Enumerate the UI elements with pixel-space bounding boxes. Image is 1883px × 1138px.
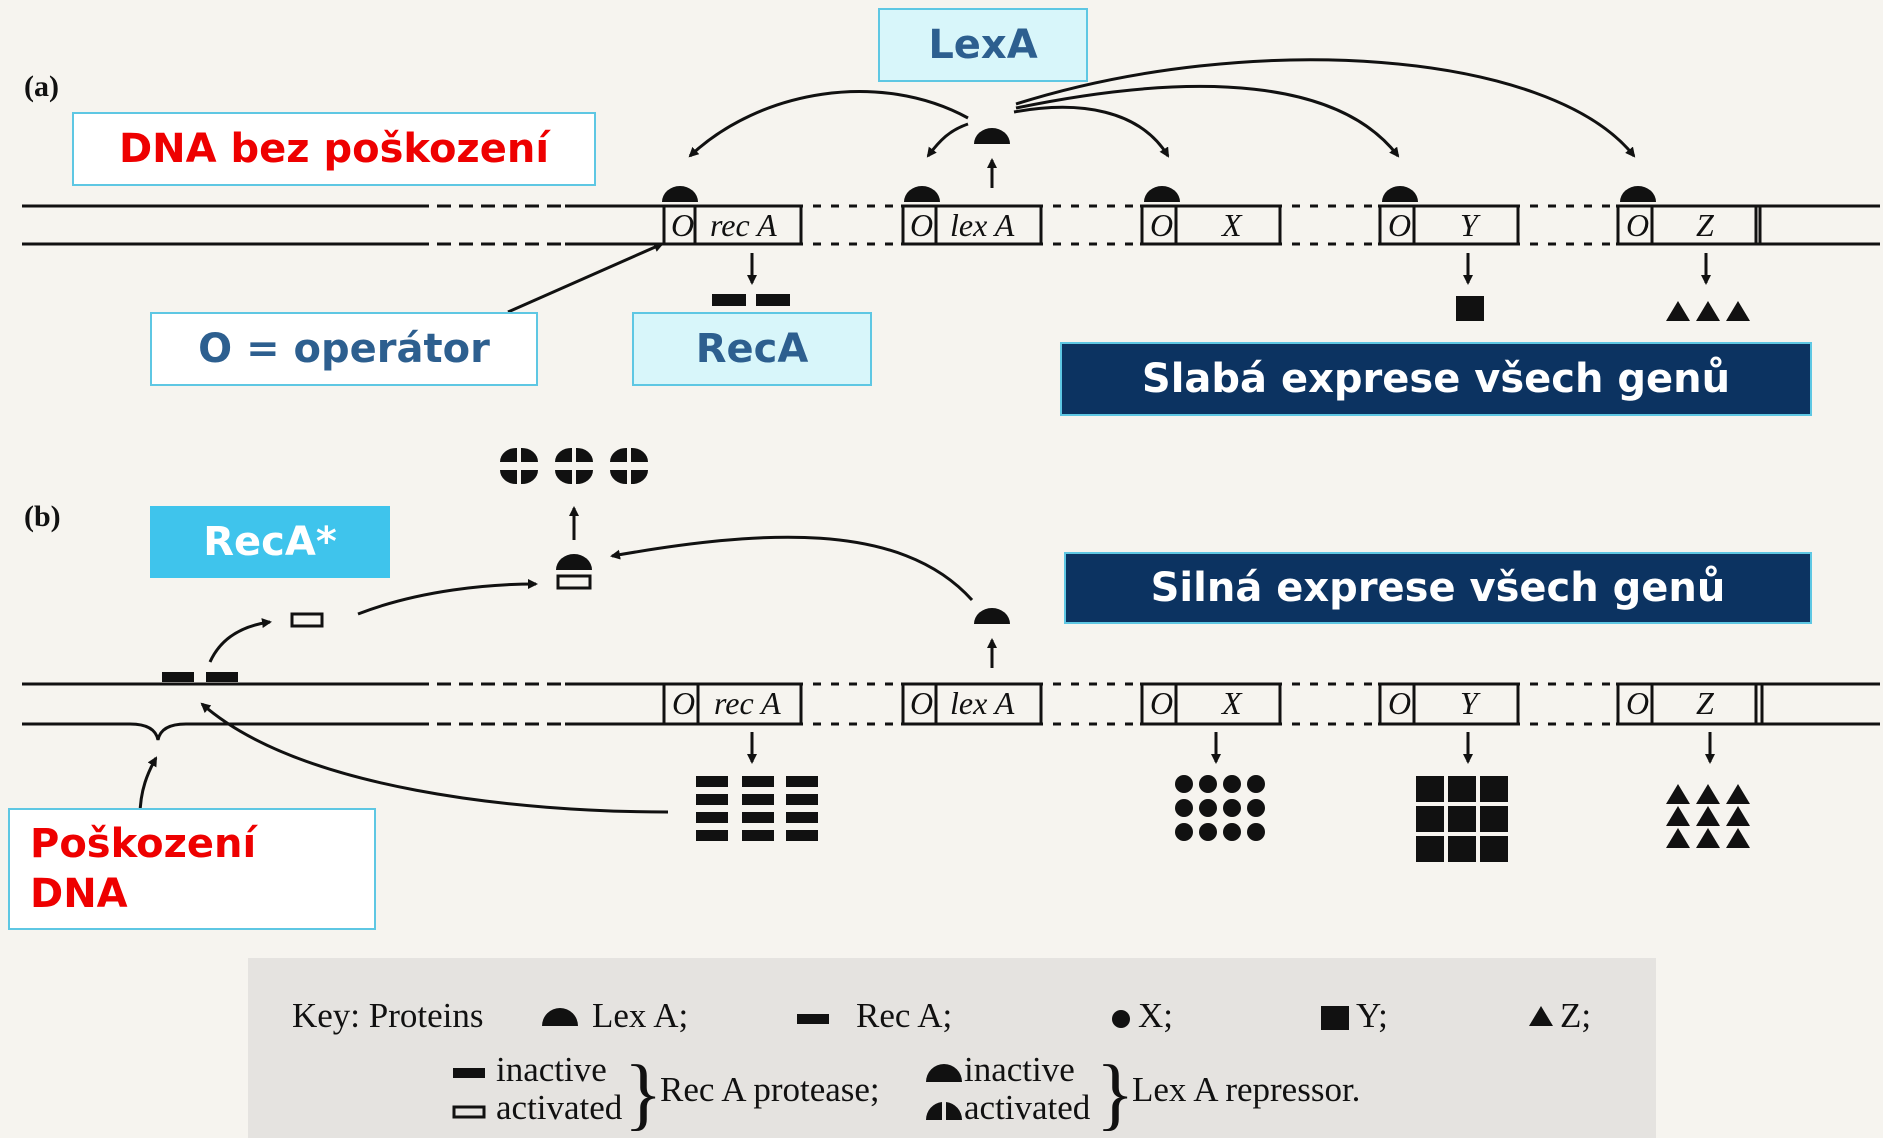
protein-key-legend: Key: Proteins Lex A; Rec A; X; Y; Z; ina…	[248, 958, 1656, 1138]
panel-a-products	[712, 294, 1750, 321]
recA-gene-label: rec A	[710, 207, 777, 243]
key-lexA: Lex A;	[592, 996, 689, 1035]
panel-a-label: (a)	[24, 70, 59, 103]
b-operator-lexA-label: O	[910, 685, 933, 721]
recA-products-strong	[696, 776, 818, 841]
x-gene-label: X	[1220, 207, 1243, 243]
key-recA: Rec A;	[856, 996, 953, 1035]
panel-b-proteins	[162, 447, 1010, 682]
key-y: Y;	[1356, 996, 1388, 1035]
b-operator-z-label: O	[1626, 685, 1649, 721]
b-z-gene-label: Z	[1696, 685, 1715, 721]
b-operator-y-label: O	[1388, 685, 1411, 721]
dna-intact-callout: DNA bez poškození	[72, 112, 596, 186]
y-key-icon	[1321, 1006, 1349, 1030]
lexA-key-icon	[542, 1008, 578, 1026]
b-recA-gene-label: rec A	[714, 685, 781, 721]
key-lexA-inactive: inactive	[964, 1050, 1075, 1089]
strong-expression-callout: Silná exprese všech genů	[1064, 552, 1812, 624]
z-gene-label: Z	[1696, 207, 1715, 243]
key-z: Z;	[1560, 996, 1592, 1035]
weak-expression-callout: Slabá exprese všech genů	[1060, 342, 1812, 416]
activated-lexA-key-icon	[925, 1102, 963, 1120]
lexA-callout: LexA	[878, 8, 1088, 82]
z-key-icon	[1529, 1006, 1553, 1026]
operator-y-label: O	[1388, 207, 1411, 243]
key-lexA-activated: activated	[964, 1088, 1091, 1127]
key-title: Key: Proteins	[292, 996, 484, 1035]
recA-star-callout: RecA*	[150, 506, 390, 578]
key-lexA-repressor: Lex A repressor.	[1132, 1070, 1361, 1109]
lexA-brace: }	[1096, 1050, 1135, 1138]
panel-a-arrows	[507, 58, 1711, 314]
x-key-icon	[1112, 1010, 1130, 1028]
operator-lexA-label: O	[910, 207, 933, 243]
b-operator-x-label: O	[1150, 685, 1173, 721]
y-gene-label: Y	[1460, 207, 1481, 243]
lexA-bound-repressors	[662, 128, 1656, 202]
b-x-gene-label: X	[1220, 685, 1243, 721]
panel-b-arrows	[138, 506, 1715, 817]
z-products-strong	[1666, 784, 1750, 848]
recA-brace: }	[624, 1050, 663, 1138]
operator-recA-label: O	[671, 207, 694, 243]
dna-damage-callout: Poškození DNA	[8, 808, 376, 930]
key-recA-protease: Rec A protease;	[660, 1070, 880, 1109]
operator-x-label: O	[1150, 207, 1173, 243]
panel-a-gene-labels: O rec A O lex A O X O Y O Z	[671, 207, 1715, 243]
panel-a-dna	[22, 204, 1880, 246]
b-y-gene-label: Y	[1460, 685, 1481, 721]
dna-damage-line1: Poškození	[30, 821, 257, 867]
cleaved-lexA-fragments	[499, 447, 649, 485]
recA-callout: RecA	[632, 312, 872, 386]
operator-callout: O = operátor	[150, 312, 538, 386]
x-products-strong	[1175, 775, 1265, 841]
panel-b-dna	[22, 682, 1880, 741]
operator-z-label: O	[1626, 207, 1649, 243]
b-operator-recA-label: O	[672, 685, 695, 721]
panel-b-gene-labels: O rec A O lex A O X O Y O Z	[672, 685, 1715, 721]
inactive-recA-key-icon	[453, 1068, 485, 1078]
lexA-gene-label: lex A	[950, 207, 1015, 243]
inactive-lexA-key-icon	[926, 1064, 962, 1082]
dna-damage-line2: DNA	[30, 871, 128, 917]
b-lexA-gene-label: lex A	[950, 685, 1015, 721]
key-recA-inactive: inactive	[496, 1050, 607, 1089]
panel-b-label: (b)	[24, 500, 61, 533]
activated-recA-key-icon	[452, 1105, 486, 1119]
recA-key-icon	[797, 1014, 829, 1024]
key-x: X;	[1138, 996, 1173, 1035]
y-products-strong	[1416, 776, 1508, 862]
key-recA-activated: activated	[496, 1088, 623, 1127]
